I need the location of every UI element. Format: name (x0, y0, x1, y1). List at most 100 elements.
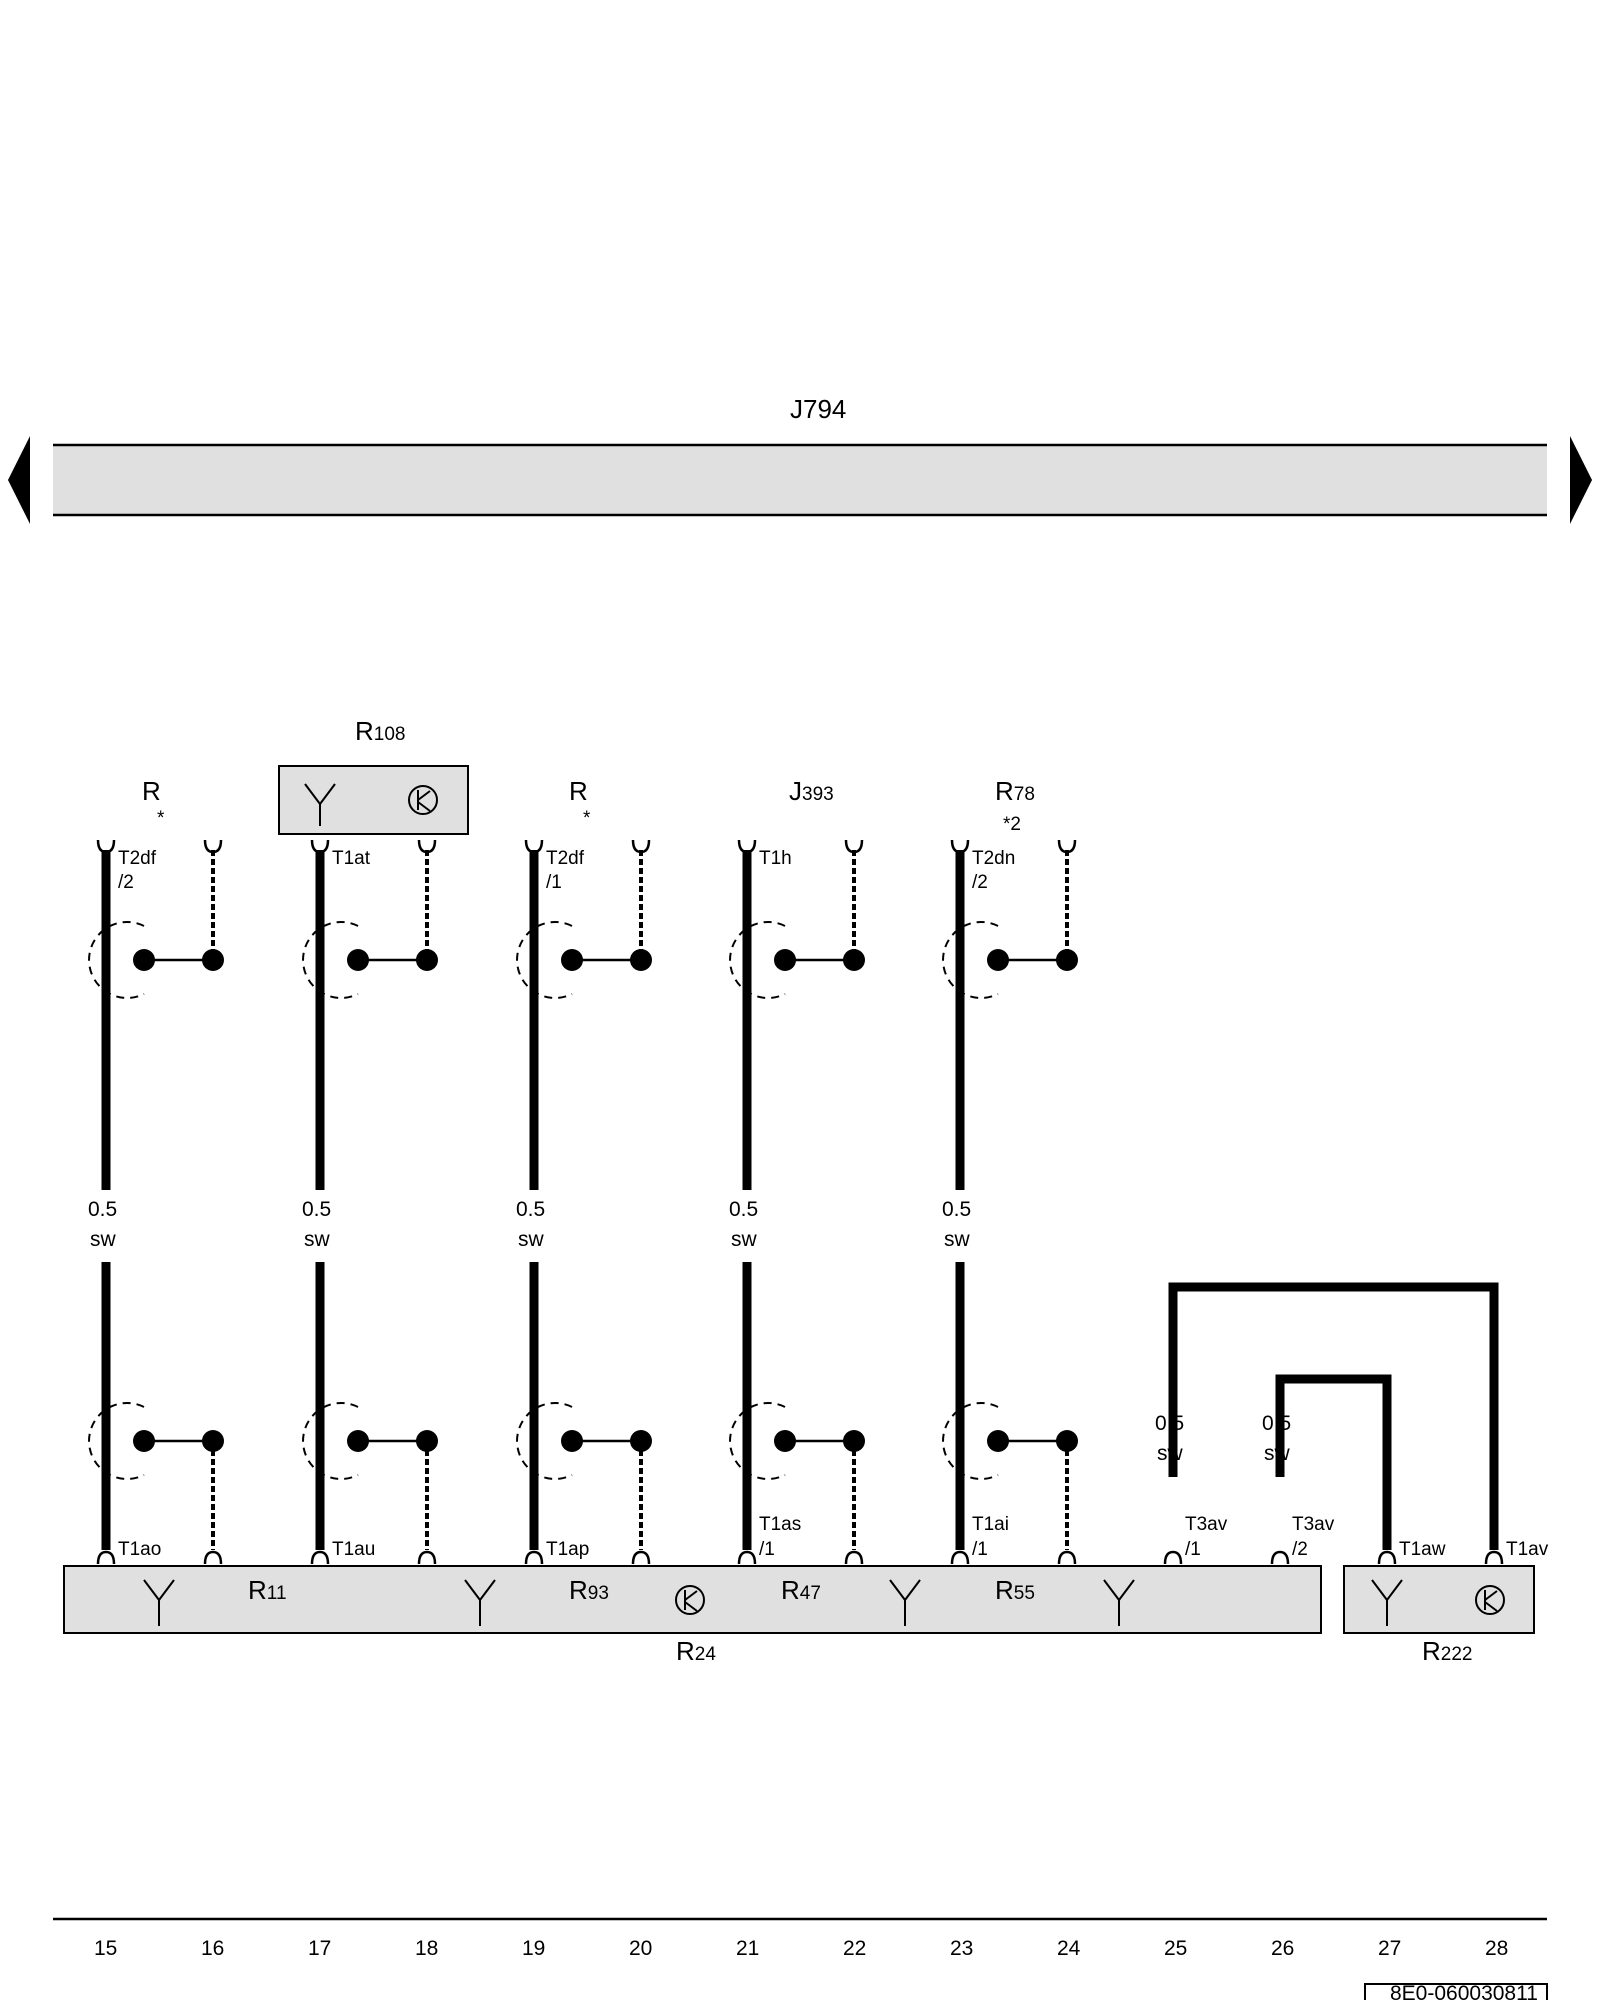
bottom-connector-label: T1ap (546, 1539, 589, 1560)
bottom-shield-terminal (631, 1550, 651, 1565)
track-number: 18 (415, 1937, 438, 1960)
splice-dot (1056, 949, 1078, 971)
r24-label-main: R (676, 1636, 695, 1666)
j794-label: J794 (790, 394, 846, 424)
r108-label: R108 (355, 716, 405, 746)
splice-dot (630, 1430, 652, 1452)
bottom-terminal (1377, 1550, 1397, 1565)
top-terminal (950, 839, 970, 854)
top-connector-label: T2df (546, 848, 585, 869)
r108-label-main: R (355, 716, 374, 746)
antenna-icon (143, 1579, 175, 1626)
r11-label-main: R (248, 1575, 267, 1605)
splice-dot (202, 949, 224, 971)
splice-dot (416, 1430, 438, 1452)
wire-columns: 0.5swT2df/2T1ao0.5swT1atT1au0.5swT2df/1T… (88, 839, 1078, 1565)
r78-note: *2 (1003, 814, 1021, 835)
bottom-connector-label: T1aw (1399, 1539, 1446, 1560)
bottom-terminal (1163, 1550, 1183, 1565)
top-shield-terminal (203, 839, 223, 854)
splice-dot (347, 949, 369, 971)
wire-25-28 (1168, 1282, 1499, 1550)
splice-dot (561, 949, 583, 971)
r47-label: R47 (781, 1575, 821, 1605)
track-number: 25 (1164, 1937, 1187, 1960)
j393-label-sub: 393 (802, 784, 834, 805)
r24-label: R24 (676, 1636, 716, 1666)
splice-dot (987, 949, 1009, 971)
bottom-connector-pin: /1 (972, 1539, 988, 1560)
splice-dot (202, 1430, 224, 1452)
top-terminal (96, 839, 116, 854)
bottom-connector-pin: /2 (1292, 1539, 1308, 1560)
splice-dot (1056, 1430, 1078, 1452)
bottom-connector-label: T3av (1185, 1514, 1228, 1535)
top-terminal (524, 839, 544, 854)
wire-size-label: 0.5 (88, 1198, 117, 1221)
j794-bar (53, 445, 1547, 515)
r93-label-main: R (569, 1575, 588, 1605)
bottom-terminal (310, 1550, 330, 1565)
bottom-connector-label: T1au (332, 1539, 375, 1560)
top-shield-terminal (1057, 839, 1077, 854)
doc-id: 8E0-060030811 (1390, 1982, 1538, 2000)
track-number: 28 (1485, 1937, 1508, 1960)
antenna-icon (1371, 1579, 1403, 1626)
r222-box (1343, 1565, 1535, 1634)
wire-color-label: sw (518, 1228, 545, 1251)
top-shield-terminal (417, 839, 437, 854)
r-left-note: * (157, 808, 165, 829)
r-left-label: R (142, 776, 161, 806)
shield-junction (942, 921, 1078, 999)
r55-label: R55 (995, 1575, 1035, 1605)
antenna-icon (1103, 1579, 1135, 1626)
splice-dot (987, 1430, 1009, 1452)
antenna-icon (464, 1579, 496, 1626)
r222-label-sub: 222 (1441, 1644, 1473, 1665)
track-number: 22 (843, 1937, 866, 1960)
bottom-shield-terminal (417, 1550, 437, 1565)
splice-dot (416, 949, 438, 971)
top-connector-pin: /2 (972, 872, 988, 893)
splice-dot (630, 949, 652, 971)
splice-dot (774, 1430, 796, 1452)
splice-dot (774, 949, 796, 971)
r47-label-sub: 47 (800, 1583, 821, 1604)
r11-label-sub: 11 (267, 1583, 287, 1604)
track-number: 17 (308, 1937, 331, 1960)
track-number: 16 (201, 1937, 224, 1960)
wire-color-label: sw (90, 1228, 117, 1251)
r11-label: R11 (248, 1575, 287, 1605)
track-number: 19 (522, 1937, 545, 1960)
r55-label-sub: 55 (1014, 1583, 1035, 1604)
bottom-connector-pin: /1 (1185, 1539, 1201, 1560)
r-left-label-main: R (142, 776, 161, 806)
wire-color-label: sw (304, 1228, 331, 1251)
splice-dot (133, 1430, 155, 1452)
wire-color-label: sw (1157, 1442, 1184, 1465)
continue-right-arrow-icon (1570, 436, 1592, 524)
r108-label-sub: 108 (374, 724, 406, 745)
track-number: 23 (950, 1937, 973, 1960)
j794-label-text: J794 (790, 394, 846, 424)
top-terminal (737, 839, 757, 854)
r108-box (278, 765, 469, 835)
shield-junction (88, 921, 224, 999)
r24-box (63, 1565, 1322, 1634)
bottom-connector-label: T3av (1292, 1514, 1335, 1535)
r93-label-sub: 93 (588, 1583, 609, 1604)
shield-junction (729, 1402, 865, 1480)
bottom-connector-label: T1ao (118, 1539, 161, 1560)
antenna-icon (304, 783, 336, 826)
track-number: 15 (94, 1937, 117, 1960)
track-number: 21 (736, 1937, 759, 1960)
r78-label: R78 (995, 776, 1035, 806)
r222-label-main: R (1422, 1636, 1441, 1666)
shield-junction (516, 1402, 652, 1480)
